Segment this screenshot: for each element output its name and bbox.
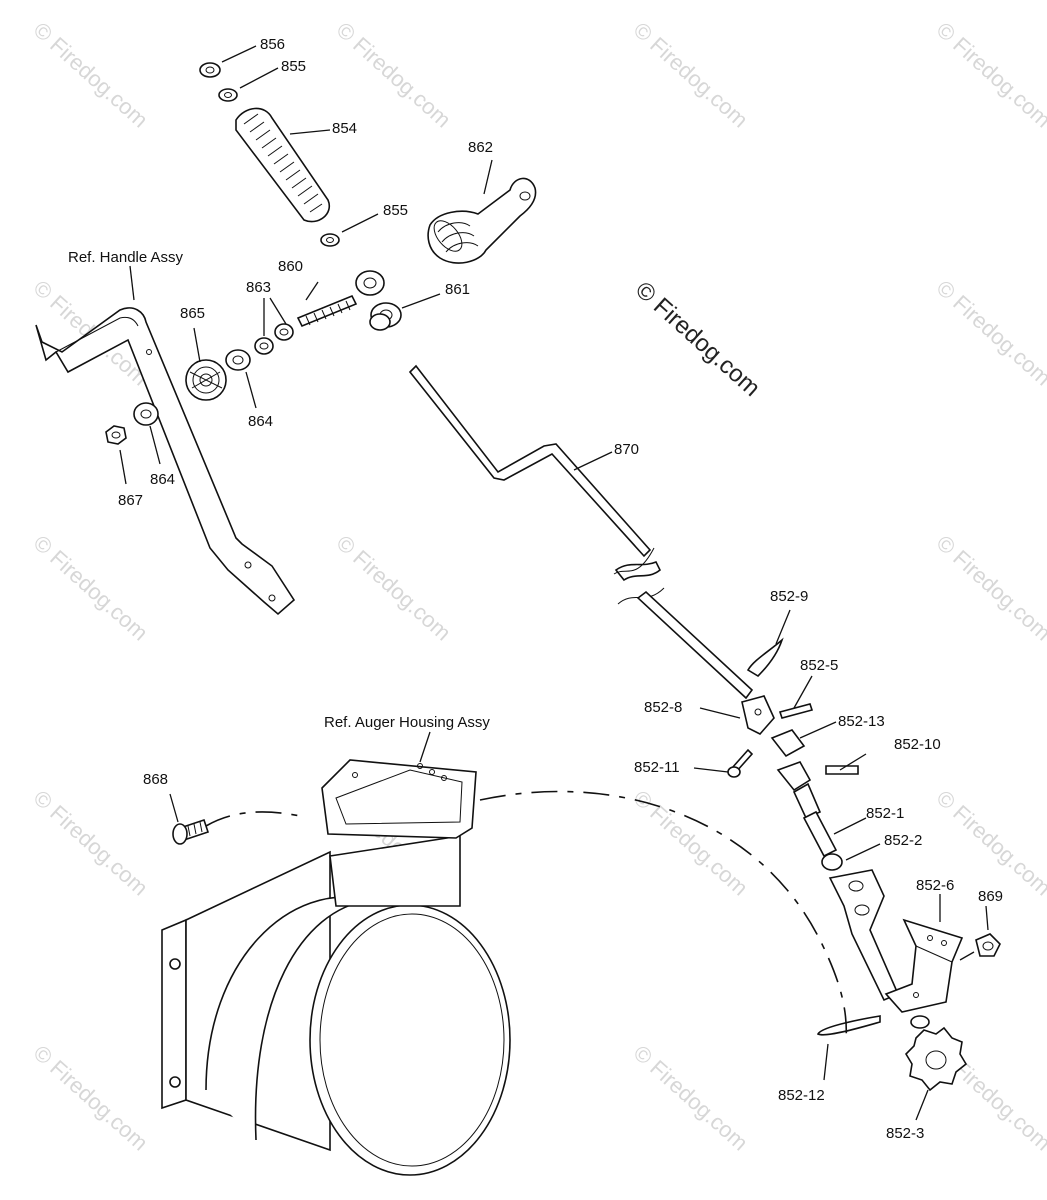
part-856-nut [199, 62, 221, 78]
label-863: 863 [246, 279, 271, 296]
watermark: © Firedog.com [932, 530, 1047, 645]
part-855-washer [320, 233, 340, 247]
part-854-grip [235, 107, 331, 223]
part-swivel [776, 761, 822, 820]
watermark: © Firedog.com [332, 530, 456, 645]
label-852-12: 852-12 [778, 1087, 825, 1104]
part-852-11-bolt [727, 748, 754, 778]
callout-labels: 856 855 854 855 862 Ref. Handle Assy 860… [68, 36, 1003, 1142]
phantom-line [205, 811, 301, 827]
label-ref-handle-assy: Ref. Handle Assy [68, 249, 184, 266]
part-852-10-pin [825, 765, 859, 775]
label-852-2: 852-2 [884, 832, 922, 849]
part-852-9-hairpin [746, 637, 784, 678]
watermark: © Firedog.com [332, 17, 456, 132]
label-852-9: 852-9 [770, 588, 808, 605]
label-865: 865 [180, 305, 205, 322]
part-852-8-clevis [741, 695, 775, 735]
leader-lines [119, 45, 989, 1121]
label-867: 867 [118, 492, 143, 509]
part-863-nut [254, 337, 274, 355]
part-861-grommet [369, 302, 402, 331]
part-852-2-washer [821, 853, 843, 871]
watermark: © Firedog.com [629, 17, 753, 132]
label-854: 854 [332, 120, 357, 137]
part-852-6-bracket [884, 918, 964, 1013]
shift-eye-bolt [355, 270, 385, 296]
auger-housing [161, 759, 511, 1176]
part-852-13-block [770, 729, 806, 758]
watermark: © Firedog.com [932, 275, 1047, 390]
label-869: 869 [978, 888, 1003, 905]
watermark: © Firedog.com [29, 17, 153, 132]
label-852-3: 852-3 [886, 1125, 924, 1142]
part-852-12-cotter-pin [816, 1015, 881, 1036]
gear-lug [910, 1015, 930, 1029]
label-856: 856 [260, 36, 285, 53]
label-852-13: 852-13 [838, 713, 885, 730]
part-870-shift-rod [408, 364, 754, 700]
label-855: 855 [281, 58, 306, 75]
label-855: 855 [383, 202, 408, 219]
part-864-washer [225, 349, 251, 371]
part-852-1-shaft [802, 810, 838, 858]
watermark: © Firedog.com [29, 1040, 153, 1155]
part-869-nut [975, 933, 1001, 957]
phantom-line [479, 790, 848, 1041]
watermark: © Firedog.com [29, 530, 153, 645]
label-852-1: 852-1 [866, 805, 904, 822]
part-865-spring [185, 359, 227, 401]
label-860: 860 [278, 258, 303, 275]
label-864: 864 [150, 471, 175, 488]
part-855-washer [218, 88, 238, 102]
part-862-lever [427, 177, 537, 264]
part-863-nut [274, 323, 294, 341]
label-852-6: 852-6 [916, 877, 954, 894]
part-867-nut [105, 425, 127, 445]
watermark: © Firedog.com [629, 1040, 753, 1155]
watermark: © Firedog.com [29, 785, 153, 900]
label-ref-auger-housing-assy: Ref. Auger Housing Assy [324, 714, 490, 731]
label-870: 870 [614, 441, 639, 458]
label-852-5: 852-5 [800, 657, 838, 674]
part-852-5-pin [778, 703, 814, 719]
label-852-8: 852-8 [644, 699, 682, 716]
part-868-carriage-bolt [172, 818, 210, 845]
label-862: 862 [468, 139, 493, 156]
label-868: 868 [143, 771, 168, 788]
label-861: 861 [445, 281, 470, 298]
part-860-threaded-rod [296, 294, 358, 328]
part-864-washer [133, 402, 159, 426]
watermark-center: © Firedog.com [630, 276, 765, 402]
label-864: 864 [248, 413, 273, 430]
part-852-3-gear [904, 1026, 968, 1092]
watermark: © Firedog.com [932, 17, 1047, 132]
part-shift-arm [828, 869, 900, 1002]
label-852-10: 852-10 [894, 736, 941, 753]
label-852-11: 852-11 [634, 759, 680, 776]
